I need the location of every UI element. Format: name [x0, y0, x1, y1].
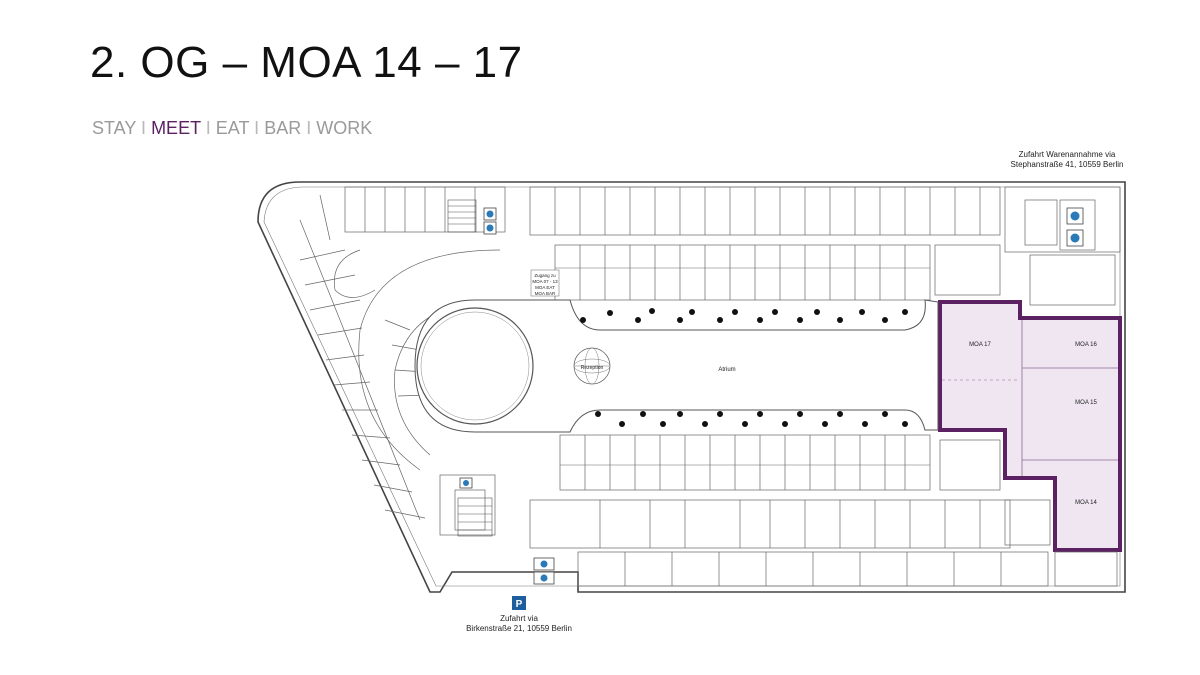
nav-bar[interactable]: BAR: [264, 118, 302, 138]
parking-symbol: P: [516, 599, 523, 610]
access-bottom-line2: Birkenstraße 21, 10559 Berlin: [466, 624, 572, 633]
nav-separator: I: [205, 118, 211, 138]
left-wing: [299, 194, 501, 536]
stairs: [447, 199, 493, 537]
right-utility: [934, 186, 1121, 546]
nav-eat[interactable]: EAT: [215, 118, 250, 138]
page-title: 2. OG – MOA 14 – 17: [90, 38, 523, 87]
nav-separator: I: [141, 118, 147, 138]
top-room-row: [344, 186, 1001, 301]
reception-desk: [573, 347, 611, 385]
room-label-moa-15[interactable]: MOA 15: [1075, 400, 1097, 406]
access-top-line2: Stephanstraße 41, 10559 Berlin: [1011, 160, 1124, 169]
nav-separator: I: [254, 118, 260, 138]
atrium-rotunda: [416, 307, 534, 425]
highlight-moa-14-17[interactable]: [938, 300, 1122, 552]
nav-meet[interactable]: MEET: [151, 118, 201, 138]
nav-work[interactable]: WORK: [316, 118, 373, 138]
room-label-moa-14[interactable]: MOA 14: [1075, 500, 1097, 506]
access-bottom-line1: Zufahrt via: [500, 614, 538, 623]
nav-separator: I: [306, 118, 312, 138]
section-nav: STAY I MEET I EAT I BAR I WORK: [92, 118, 372, 139]
stair-note: Zugang zu MOA 07 - 13 MOA EAT MOA BAR: [530, 269, 560, 297]
stair-note-line1: Zugang zu: [534, 273, 556, 278]
atrium-outline[interactable]: [414, 299, 939, 433]
reception-label: Rezeption: [581, 365, 604, 371]
atrium-columns: [580, 308, 908, 427]
room-label-moa-17[interactable]: MOA 17: [969, 342, 991, 348]
atrium-label: Atrium: [718, 367, 735, 373]
parking-sign: P: [512, 596, 526, 610]
nav-stay[interactable]: STAY: [92, 118, 137, 138]
access-top-label: Zufahrt Warenannahme via Stephanstraße 4…: [1011, 150, 1124, 169]
elevators: [459, 207, 1084, 585]
stair-note-line4: MOA BAR: [535, 291, 556, 296]
room-label-moa-16[interactable]: MOA 16: [1075, 342, 1097, 348]
atrium-rotunda-inner: [420, 311, 530, 421]
access-top-line1: Zufahrt Warenannahme via: [1019, 150, 1116, 159]
stair-note-line2: MOA 07 - 13: [532, 279, 558, 284]
bottom-room-row: [529, 434, 1118, 587]
stair-note-line3: MOA EAT: [535, 285, 555, 290]
